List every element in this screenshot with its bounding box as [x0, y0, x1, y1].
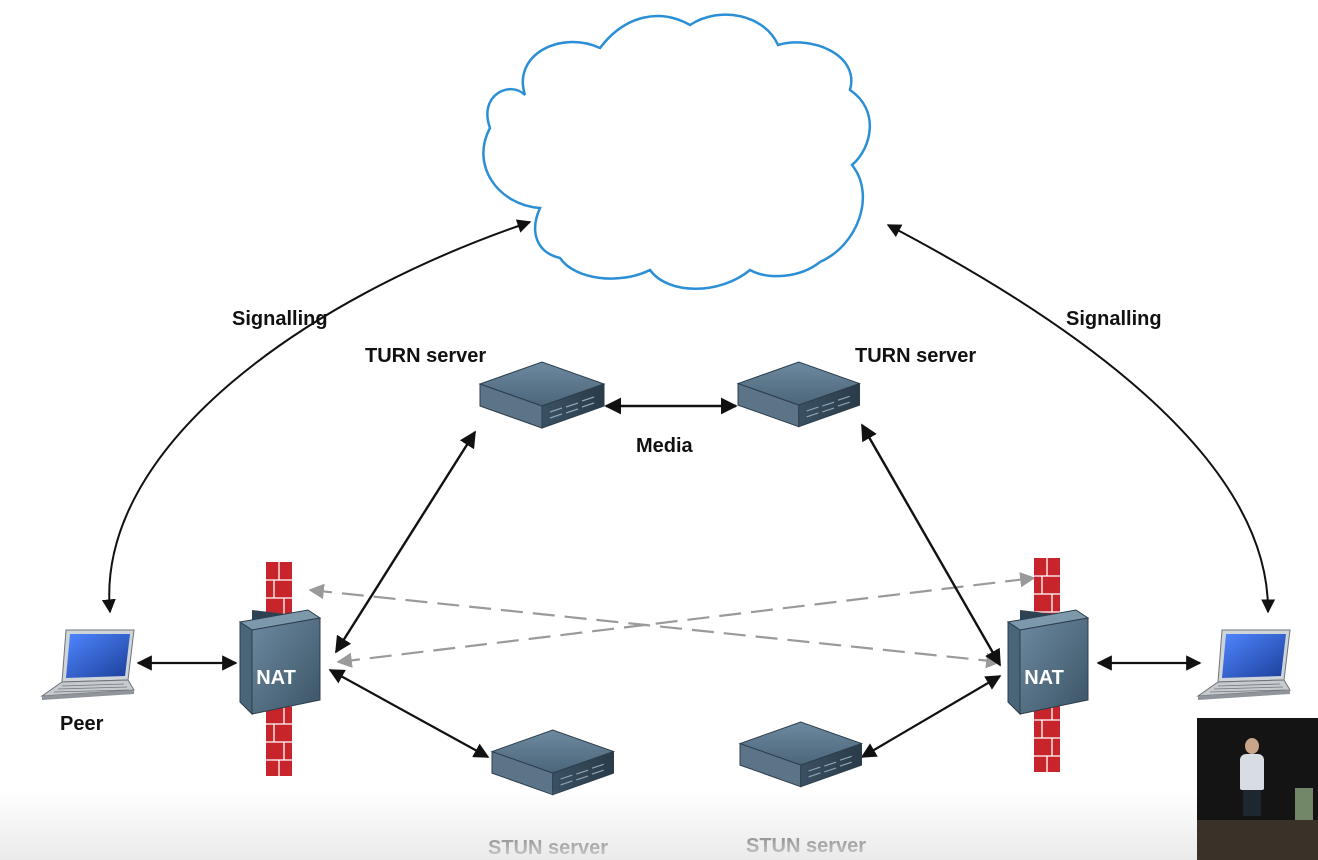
signalling-arrow-left: [101, 219, 532, 614]
signalling-arrow-right: [886, 224, 1276, 614]
stun-server-right-label: STUN server: [746, 835, 866, 857]
stun-server-left-label: STUN server: [488, 837, 608, 859]
presenter-body: [1240, 754, 1264, 790]
signalling-left-label: Signalling: [232, 308, 328, 330]
nat-right-label: NAT: [1024, 667, 1064, 689]
nat-router-right: NAT: [1007, 609, 1089, 715]
peer-left-laptop-icon: [41, 629, 135, 701]
turn-right-to-nat-right-arrow: [860, 423, 1002, 667]
peer-left-label: Peer: [60, 713, 104, 735]
peer-right-laptop-icon: [1197, 629, 1291, 701]
turn-server-right-icon: [737, 361, 861, 428]
nat-router-left: NAT: [239, 609, 321, 715]
stun-server-right-icon: [739, 721, 863, 788]
presenter-legs: [1243, 790, 1261, 816]
cloud-icon: [482, 13, 872, 290]
turn-server-right-label: TURN server: [855, 345, 976, 367]
stage-floor: [1197, 820, 1318, 860]
direct-path-dashed-arrow-1: [308, 583, 1002, 669]
projector-screen-glow: [1295, 788, 1313, 822]
turn-server-left-label: TURN server: [365, 345, 486, 367]
turn-left-to-nat-left-arrow: [334, 430, 477, 654]
nat-router-right-icon: [1007, 609, 1089, 715]
direct-path-dashed-arrow-2: [336, 572, 1036, 668]
signalling-right-label: Signalling: [1066, 308, 1162, 330]
media-label: Media: [636, 435, 694, 457]
stun-server-left-icon: [491, 729, 615, 796]
presenter-head: [1245, 738, 1259, 754]
presenter-video-thumbnail[interactable]: [1197, 718, 1318, 860]
turn-server-left-icon: [479, 361, 605, 429]
nat-left-label: NAT: [256, 667, 296, 689]
nat-router-left-icon: [239, 609, 321, 715]
nat-right-to-stun-right-arrow: [860, 675, 1002, 758]
nat-left-to-stun-left-arrow: [328, 669, 490, 758]
